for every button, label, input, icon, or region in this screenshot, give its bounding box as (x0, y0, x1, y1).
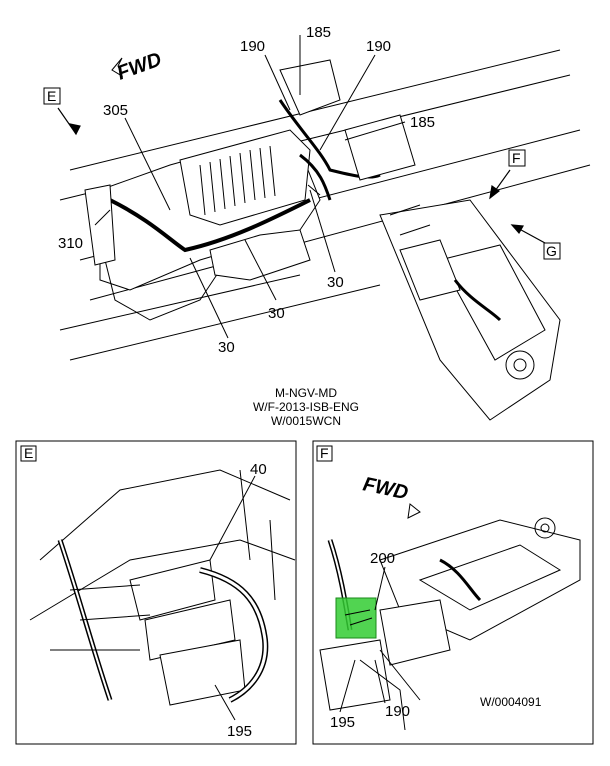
callout-30-b: 30 (268, 305, 285, 322)
callout-310: 310 (58, 235, 83, 252)
callout-190-f: 190 (385, 703, 410, 720)
callout-185-b: 185 (410, 114, 435, 131)
view-letter-e: E (47, 88, 56, 104)
detail-f-drawing (319, 517, 581, 731)
callout-185-a: 185 (306, 24, 331, 41)
callout-305: 305 (103, 102, 128, 119)
callout-190-a: 190 (240, 38, 265, 55)
drawing-caption: M-NGV-MD W/F-2013-ISB-ENG W/0015WCN (253, 386, 359, 428)
leader-40 (209, 475, 256, 561)
callout-30-a: 30 (327, 274, 344, 291)
view-letter-f: F (512, 150, 521, 166)
detail-f-letter: F (320, 445, 329, 461)
callout-200: 200 (370, 550, 395, 567)
callout-40: 40 (250, 461, 267, 478)
main-view (59, 49, 591, 361)
detail-f-panel: F FWD 200 195 190 W/0004091 (312, 440, 594, 745)
caption-line-2: W/F-2013-ISB-ENG (253, 400, 359, 414)
detail-e-panel: E 40 195 (15, 440, 297, 745)
detail-e-letter: E (24, 445, 33, 461)
callout-195-f: 195 (330, 714, 355, 731)
view-arrows (57, 107, 546, 244)
leader-195-e (214, 684, 236, 721)
leader-195-f (339, 659, 356, 713)
leader-190-f (374, 659, 386, 704)
fwd-arrow-top: FWD (111, 48, 165, 85)
view-letter-g: G (546, 243, 557, 259)
caption-line-3: W/0015WCN (271, 414, 341, 428)
view-letter-g-box: G (543, 242, 561, 260)
tank-assembly-top (379, 199, 561, 421)
caption-line-1: M-NGV-MD (275, 386, 337, 400)
view-letter-e-box: E (43, 87, 61, 105)
fwd-label-top: FWD (114, 48, 164, 84)
callout-30-c: 30 (218, 339, 235, 356)
detail-e-drawing (29, 469, 296, 706)
reference-code: W/0004091 (480, 695, 542, 709)
view-letter-f-box: F (508, 149, 526, 167)
callout-195-e: 195 (227, 723, 252, 740)
leader-200 (374, 566, 386, 611)
callout-190-b: 190 (366, 38, 391, 55)
highlight-detail (344, 609, 373, 626)
highlighted-connector (335, 597, 377, 639)
leader-lines-main (94, 35, 406, 339)
